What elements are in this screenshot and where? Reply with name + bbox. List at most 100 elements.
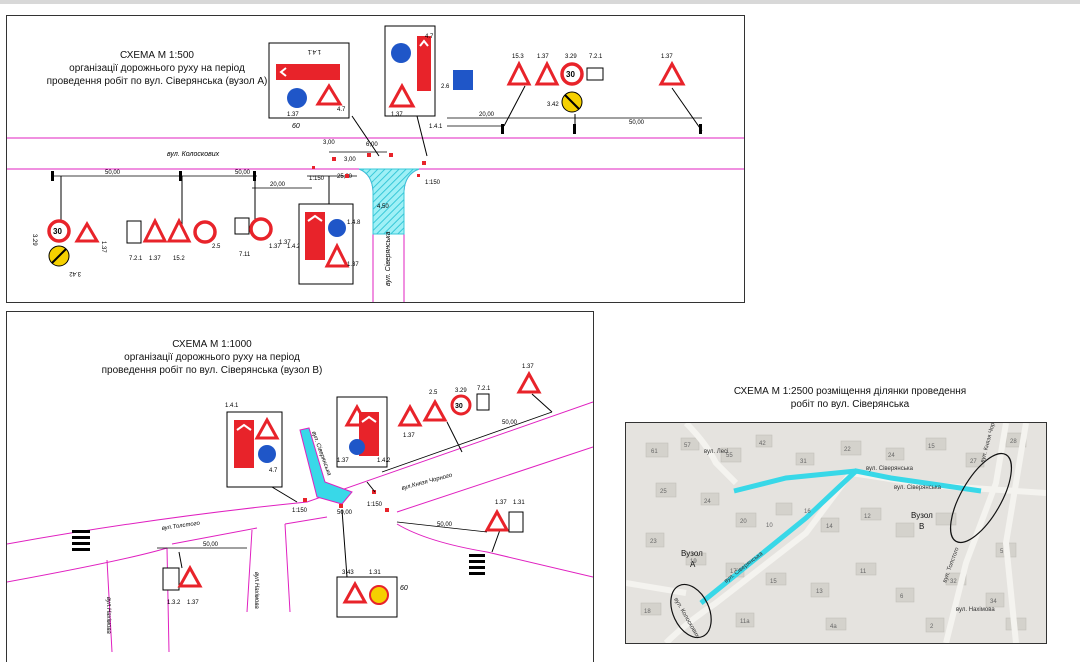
svg-text:20: 20 [740, 519, 747, 525]
scheme-node-a: СХЕМА М 1:500 організації дорожнього рух… [6, 15, 745, 303]
dimension-lines [157, 411, 553, 549]
location-map: вул. Сіверянська вул. Сіверянська вул. С… [625, 422, 1047, 644]
scheme-c-title-line1: СХЕМА М 1:2500 розміщення ділянки провед… [733, 386, 967, 397]
svg-text:11: 11 [860, 569, 867, 575]
svg-text:1:150: 1:150 [309, 176, 325, 182]
svg-text:25: 25 [660, 489, 667, 495]
svg-text:32: 32 [950, 579, 957, 585]
svg-text:50,00: 50,00 [629, 120, 645, 126]
svg-text:50,00: 50,00 [235, 170, 251, 176]
svg-text:1.37: 1.37 [347, 262, 359, 268]
svg-text:2.5: 2.5 [212, 244, 221, 250]
scheme-b-title-line2: організації дорожнього руху на період [124, 352, 300, 363]
svg-text:3,00: 3,00 [344, 157, 356, 163]
svg-text:1:150: 1:150 [425, 180, 441, 186]
svg-text:1.4.1: 1.4.1 [429, 124, 443, 130]
barrier-marks [312, 153, 426, 178]
svg-text:20,00: 20,00 [270, 182, 286, 188]
node-a-ellipse [670, 583, 712, 639]
svg-text:50,00: 50,00 [502, 420, 518, 426]
svg-text:2.6: 2.6 [441, 84, 450, 90]
svg-text:3.29: 3.29 [31, 234, 37, 246]
svg-text:17: 17 [730, 569, 737, 575]
svg-text:50,00: 50,00 [105, 170, 121, 176]
sign-board-a-bottom: 1.4.8 1.37 [298, 176, 361, 285]
svg-text:1.37: 1.37 [403, 433, 415, 439]
buildings [640, 432, 1027, 633]
svg-text:1.31: 1.31 [369, 570, 381, 576]
svg-text:1.37: 1.37 [537, 54, 549, 60]
svg-text:1.37: 1.37 [187, 600, 199, 606]
sign-board-b-left: 1.4.1 4.7 [225, 403, 298, 503]
top-strip [0, 0, 1080, 4]
svg-text:1.37: 1.37 [522, 364, 534, 370]
location-map-drawing: вул. Сіверянська вул. Сіверянська вул. С… [626, 423, 1046, 643]
svg-text:15: 15 [770, 579, 777, 585]
svg-text:1:150: 1:150 [367, 502, 383, 508]
sign-group-b-right: 1.37 1.31 [484, 500, 525, 553]
svg-text:1.3.2: 1.3.2 [167, 600, 181, 606]
dimension-values: 50,00 50,00 20,00 20,00 50,00 3,00 6,00 … [105, 112, 645, 210]
svg-text:вул. Лесі: вул. Лесі [704, 449, 728, 455]
crosswalks [72, 530, 485, 575]
svg-text:61: 61 [651, 449, 658, 455]
scheme-b-title-line3: проведення робіт по вул. Сіверянська (ву… [101, 365, 323, 376]
svg-text:3.43: 3.43 [342, 570, 354, 576]
svg-text:24: 24 [704, 499, 711, 505]
svg-text:вул. Сіверянська: вул. Сіверянська [894, 485, 942, 491]
svg-text:1.37: 1.37 [661, 54, 673, 60]
svg-text:вул.Нахімова: вул.Нахімова [105, 597, 111, 634]
svg-text:7.2.1: 7.2.1 [129, 256, 143, 262]
street-label-siver: вул. Сіверянська [384, 231, 392, 286]
svg-text:вул. Нахімова: вул. Нахімова [956, 607, 995, 613]
svg-text:30: 30 [455, 403, 463, 410]
svg-text:22: 22 [844, 447, 851, 453]
scheme-c-title: СХЕМА М 1:2500 розміщення ділянки провед… [700, 385, 1000, 411]
svg-text:27: 27 [970, 459, 977, 465]
svg-text:55: 55 [726, 453, 733, 459]
svg-text:50,00: 50,00 [337, 510, 353, 516]
barrier-marks [303, 490, 389, 512]
work-zone [299, 427, 353, 505]
road-edge-top [7, 401, 593, 545]
svg-text:вул.Князя Чорного: вул.Князя Чорного [401, 472, 454, 491]
svg-text:вул. Сіверянська: вул. Сіверянська [866, 466, 914, 472]
svg-text:1.37: 1.37 [495, 500, 507, 506]
svg-text:60: 60 [292, 123, 300, 130]
svg-text:25,00: 25,00 [337, 174, 353, 180]
svg-text:4.7: 4.7 [269, 468, 278, 474]
svg-text:4a: 4a [830, 624, 837, 630]
house-numbers: 61 57 55 42 31 22 24 10 16 14 12 25 24 2… [644, 439, 1017, 630]
svg-text:1.4.1: 1.4.1 [225, 403, 239, 409]
svg-text:30: 30 [53, 227, 62, 236]
svg-text:18: 18 [644, 609, 651, 615]
svg-text:6: 6 [900, 594, 904, 600]
svg-text:11a: 11a [740, 619, 750, 625]
work-zone [358, 168, 420, 235]
svg-text:28: 28 [1010, 439, 1017, 445]
scheme-a-title-line2: організації дорожнього руху на період [69, 63, 245, 74]
scheme-b-title: СХЕМА М 1:1000 організації дорожнього ру… [92, 338, 332, 377]
svg-text:10: 10 [766, 523, 773, 529]
svg-text:23: 23 [650, 539, 657, 545]
svg-text:34: 34 [990, 599, 997, 605]
svg-text:5: 5 [1000, 549, 1004, 555]
sign-group-a-left2: 7.2.1 1.37 15.2 2.5 [126, 176, 221, 262]
svg-text:57: 57 [684, 443, 691, 449]
scheme-c-title-line2: робіт по вул. Сіверянська [790, 399, 910, 410]
svg-text:1.4.2: 1.4.2 [287, 244, 301, 250]
svg-text:4.7: 4.7 [337, 107, 346, 113]
svg-text:А: А [690, 560, 696, 569]
svg-text:3.42: 3.42 [69, 270, 81, 276]
svg-text:19: 19 [690, 559, 697, 565]
svg-text:1.4.8: 1.4.8 [347, 220, 361, 226]
svg-text:1.37: 1.37 [287, 112, 299, 118]
work-route-branch [733, 468, 857, 494]
scheme-a-drawing: вул. Колоскових вул. Сіверянська 50,00 5… [7, 25, 744, 302]
svg-text:20,00: 20,00 [479, 112, 495, 118]
svg-text:42: 42 [759, 441, 766, 447]
sign-group-b-bottom-left: 1.3.2 1.37 [162, 551, 203, 606]
svg-text:1.31: 1.31 [513, 500, 525, 506]
svg-text:50,00: 50,00 [437, 522, 453, 528]
svg-text:1.37: 1.37 [149, 256, 161, 262]
